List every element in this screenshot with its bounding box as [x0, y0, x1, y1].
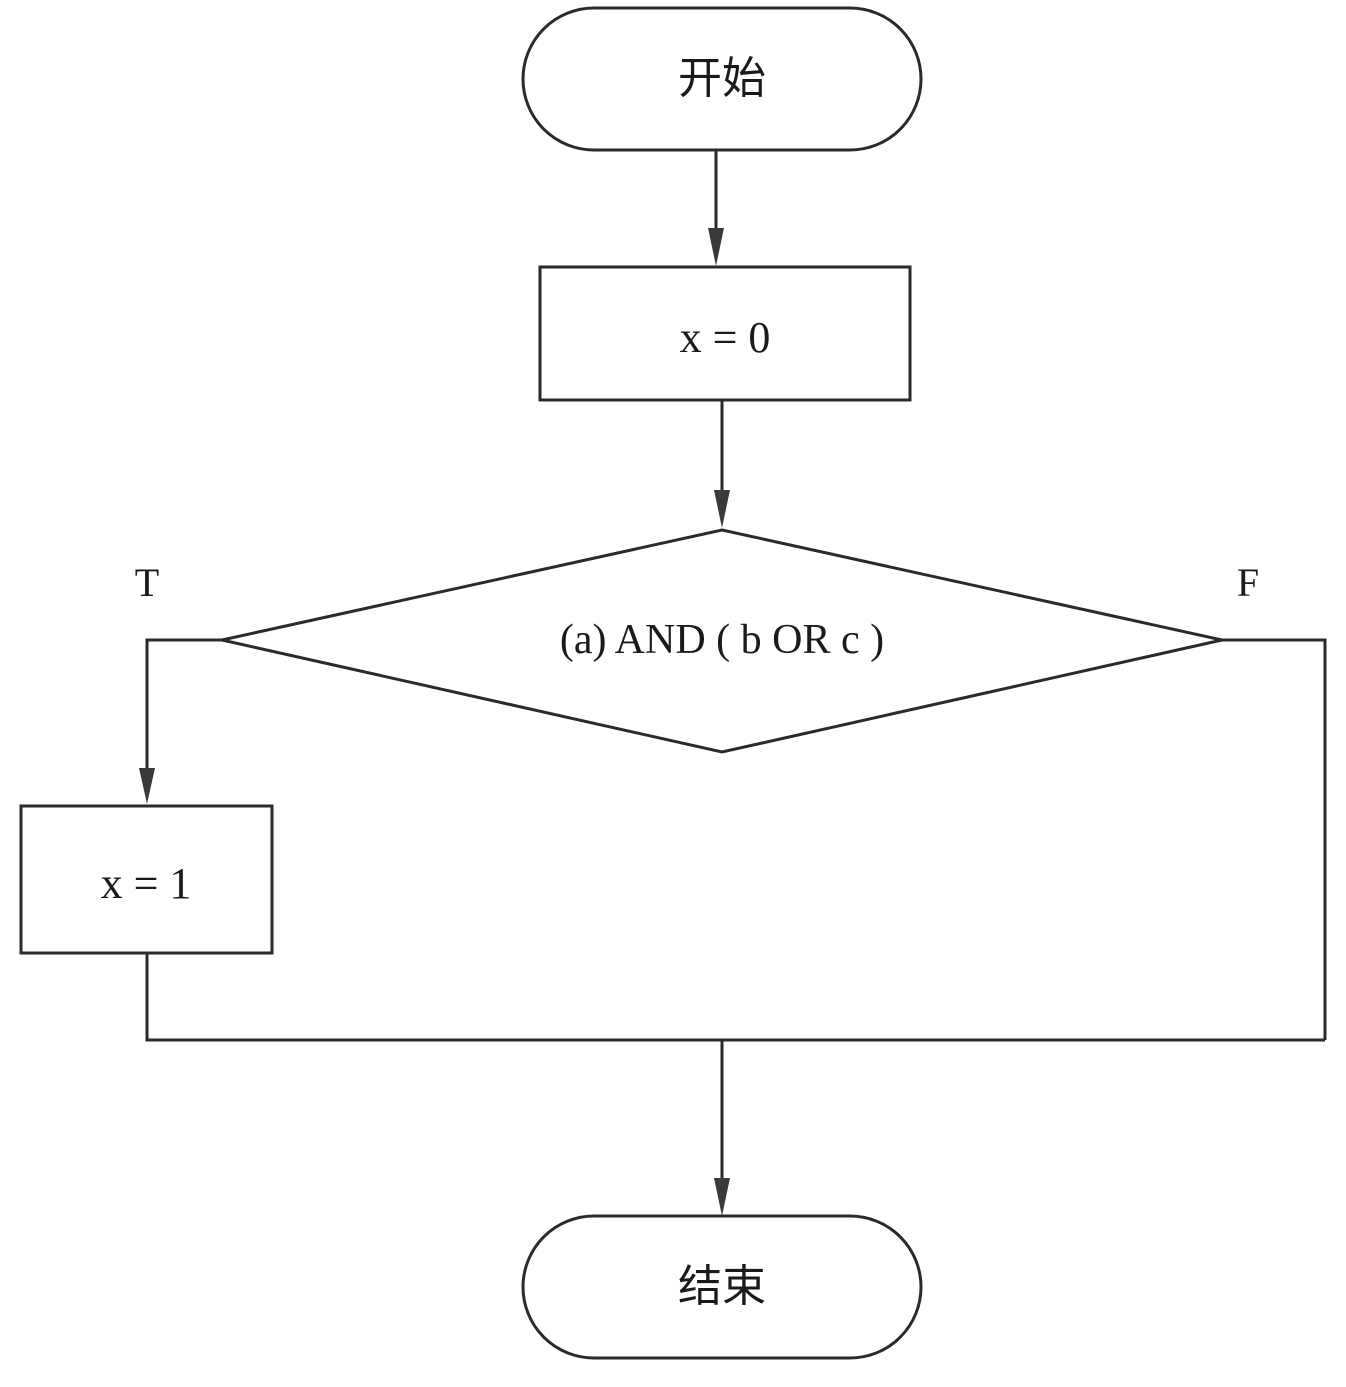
start-terminator-shape [521, 6, 923, 152]
false-branch-label: F [1237, 560, 1259, 605]
edge-init-to-decision [714, 400, 730, 528]
assign-node: x = 1 [19, 804, 274, 955]
arrow-down-icon [714, 490, 730, 528]
edge-decision-false-to-merge [1222, 638, 1327, 1040]
arrow-down-icon [714, 1178, 730, 1216]
assign-process-box [19, 804, 274, 955]
edge-decision-to-assign [139, 638, 222, 804]
edge-assign-to-merge [145, 953, 1325, 1042]
init-node: x = 0 [538, 265, 912, 402]
start-label: 开始 [678, 53, 766, 104]
init-process-box [538, 265, 912, 402]
edge-merge-to-end [714, 1040, 730, 1216]
decision-diamond [221, 528, 1223, 754]
start-node: 开始 [521, 6, 923, 152]
end-node: 结束 [521, 1214, 923, 1360]
decision-condition-label: (a) AND ( b OR c ) [560, 617, 884, 663]
init-label: x = 0 [680, 313, 771, 362]
decision-node: (a) AND ( b OR c ) [221, 528, 1223, 754]
arrow-down-icon [708, 228, 724, 266]
edge-start-to-init [708, 150, 724, 266]
arrow-down-icon [139, 768, 155, 804]
true-branch-label: T [135, 560, 159, 605]
end-label: 结束 [678, 1261, 766, 1312]
connector-line [145, 638, 222, 776]
end-terminator-shape [521, 1214, 923, 1360]
assign-label: x = 1 [101, 859, 192, 908]
